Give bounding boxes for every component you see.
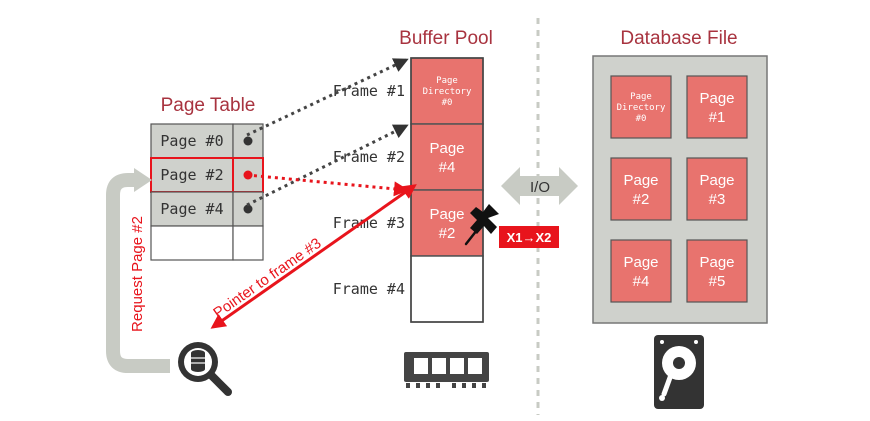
page-table-row-1: Page #0 xyxy=(150,123,264,159)
db-page-2-text: #2 xyxy=(633,191,650,208)
pointer-page2-to-frame3 xyxy=(246,173,409,197)
page-table-label: Page #2 xyxy=(160,166,223,184)
push-pin-icon xyxy=(464,204,499,246)
page-table-row-2: Page #2 xyxy=(150,157,264,193)
db-page-4: Page #4 xyxy=(610,239,672,303)
pointer-page0-to-frame1 xyxy=(246,58,409,137)
page-table-label: Page #4 xyxy=(160,200,223,218)
db-page-0-text: Directory xyxy=(617,103,666,113)
frame-3-page-text: Page xyxy=(429,206,464,223)
db-page-5-text: #5 xyxy=(709,273,726,290)
db-page-2: Page #2 xyxy=(610,157,672,221)
frame-3-page-text: #2 xyxy=(439,225,456,242)
db-page-4-text: #4 xyxy=(633,273,650,290)
buffer-frame-4: Frame #4 xyxy=(333,255,484,323)
db-page-2-text: Page xyxy=(623,172,658,189)
db-page-3-text: Page xyxy=(699,172,734,189)
io-double-arrow xyxy=(501,167,578,205)
request-label: Request Page #2 xyxy=(129,216,146,332)
db-page-0-text: #0 xyxy=(636,114,647,124)
db-page-3: Page #3 xyxy=(686,157,748,221)
latch-badge xyxy=(499,226,559,248)
db-page-5: Page #5 xyxy=(686,239,748,303)
database-search-icon xyxy=(178,342,232,396)
buffer-pool-title: Buffer Pool xyxy=(399,28,493,49)
frame-2-page-text: #4 xyxy=(439,159,456,176)
database-file-title: Database File xyxy=(620,28,737,49)
page-table-row-3: Page #4 xyxy=(150,191,264,227)
buffer-frame-2: Page #4 Frame #2 xyxy=(333,123,484,191)
page-table-row-4 xyxy=(150,225,264,261)
request-arrow-head xyxy=(134,168,152,192)
frame-label: Frame #2 xyxy=(333,148,405,166)
db-page-5-text: Page xyxy=(699,254,734,271)
request-arrow xyxy=(106,173,170,373)
latch-badge-label: X1→X2 xyxy=(507,230,552,245)
db-page-3-text: #3 xyxy=(709,191,726,208)
memory-module-icon xyxy=(404,352,489,388)
frame-2-page-text: Page xyxy=(429,140,464,157)
frame-1-page-text: Directory xyxy=(423,87,472,97)
db-page-0-text: Page xyxy=(630,92,652,102)
frame-1-page-text: Page xyxy=(436,76,458,86)
db-page-1-text: Page xyxy=(699,90,734,107)
page-table-label: Page #0 xyxy=(160,132,223,150)
frame-1-page-text: #0 xyxy=(442,98,453,108)
db-page-1: Page #1 xyxy=(686,75,748,139)
pointer-to-frame3-arrow xyxy=(210,184,417,329)
page-table-title: Page Table xyxy=(161,95,256,116)
io-label: I/O xyxy=(530,179,550,196)
pointer-dot xyxy=(243,136,253,146)
frame-label: Frame #4 xyxy=(333,280,405,298)
db-page-4-text: Page xyxy=(623,254,658,271)
db-page-1-text: #1 xyxy=(709,109,726,126)
hard-disk-icon xyxy=(654,335,704,409)
